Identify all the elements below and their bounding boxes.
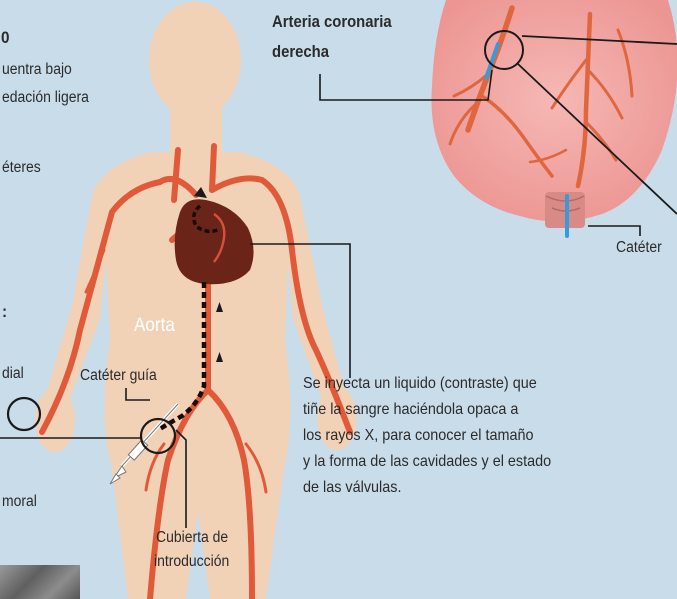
xray-image-fragment [0, 565, 80, 599]
flow-arrows [194, 187, 223, 362]
description-line: tiñe la sangre haciéndola opaca a [303, 401, 519, 418]
description-line: los rayos X, para conocer el tamaño [303, 427, 534, 444]
description-line: de las válvulas. [303, 479, 402, 496]
left-colon-fragment: : [2, 302, 8, 321]
catheter-large [484, 42, 569, 238]
left-femoral-fragment: moral [2, 493, 37, 510]
label-introducer-line2: introducción [154, 553, 230, 570]
left-number-fragment: 0 [1, 28, 10, 47]
label-aorta: Aorta [134, 315, 175, 336]
catheter-path [156, 282, 207, 432]
label-coronary-artery-line1: Arteria coronaria [272, 13, 392, 31]
body-silhouette [35, 2, 357, 599]
label-catheter: Catéter [616, 239, 662, 256]
left-text-line1: uentra bajo [2, 61, 72, 78]
left-text-line2: edación ligera [2, 89, 89, 106]
secondary-arteries [84, 248, 268, 494]
heart-small [174, 199, 254, 285]
description-line: y la forma de las cavidades y el estado [303, 453, 552, 470]
description-line: Se inyecta un liquido (contraste) que [303, 375, 537, 392]
left-catheters-fragment: éteres [2, 159, 41, 176]
label-introducer-line1: Cubierta de [156, 529, 229, 546]
label-coronary-artery-line2: derecha [272, 43, 329, 61]
label-guide-catheter: Catéter guía [80, 367, 157, 384]
heart-callouts [319, 30, 677, 236]
contrast-description: Se inyecta un liquido (contraste) que ti… [303, 371, 551, 501]
callout-lines [0, 243, 351, 528]
callout-circles [6, 396, 177, 455]
left-radial-fragment: dial [2, 365, 24, 382]
